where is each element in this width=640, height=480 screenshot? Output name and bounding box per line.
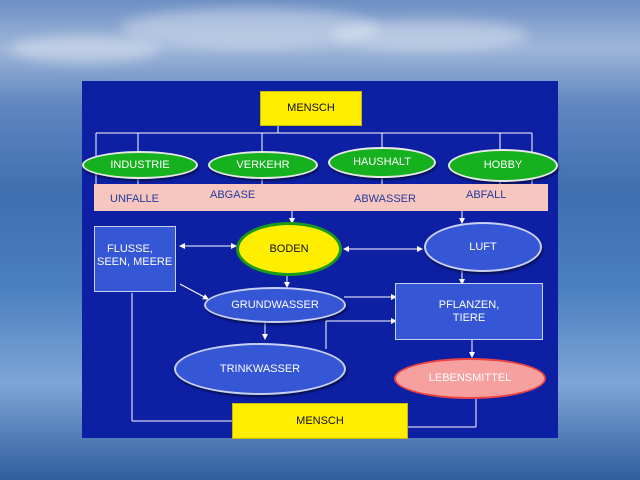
connector-lines: [95, 125, 533, 428]
pollutant-abwasser: ABWASSER: [354, 193, 416, 205]
pollutant-abfall: ABFALL: [466, 189, 507, 201]
pflanzen-line-2: TIERE: [452, 311, 486, 324]
source-industrie: INDUSTRIE: [82, 151, 198, 179]
pollutant-bar: [94, 184, 548, 211]
waters-box: FLUSSE, SEEN, MEERE: [94, 226, 176, 292]
pflanzen-box: PFLANZEN, TIERE: [395, 283, 543, 340]
pollutant-abgase: ABGASE: [210, 189, 256, 201]
pollutant-unfalle: UNFALLE: [110, 193, 159, 205]
sky-cloud: [120, 8, 380, 48]
trinkwasser-ellipse: TRINKWASSER: [174, 343, 346, 395]
source-haushalt: HAUSHALT: [328, 147, 436, 178]
waters-line-1: FLUSSE,: [107, 243, 153, 255]
waters-line-2: SEEN, MEERE: [97, 256, 173, 268]
source-hobby: HOBBY: [448, 149, 558, 182]
diagram-slide: MENSCH INDUSTRIE VERKEHR HAUSHALT HOBBY …: [82, 81, 558, 439]
luft-ellipse: LUFT: [424, 222, 542, 272]
source-verkehr: VERKEHR: [208, 151, 318, 179]
lebensmittel-ellipse: LEBENSMITTEL: [394, 358, 546, 399]
sky-cloud: [330, 20, 530, 50]
top-mensch-box: MENSCH: [260, 91, 362, 126]
pflanzen-line-1: PFLANZEN,: [438, 298, 500, 311]
sky-cloud: [10, 35, 160, 63]
grundwasser-ellipse: GRUNDWASSER: [204, 287, 346, 323]
bottom-mensch-box: MENSCH: [232, 403, 408, 439]
boden-ellipse: BODEN: [236, 222, 342, 276]
